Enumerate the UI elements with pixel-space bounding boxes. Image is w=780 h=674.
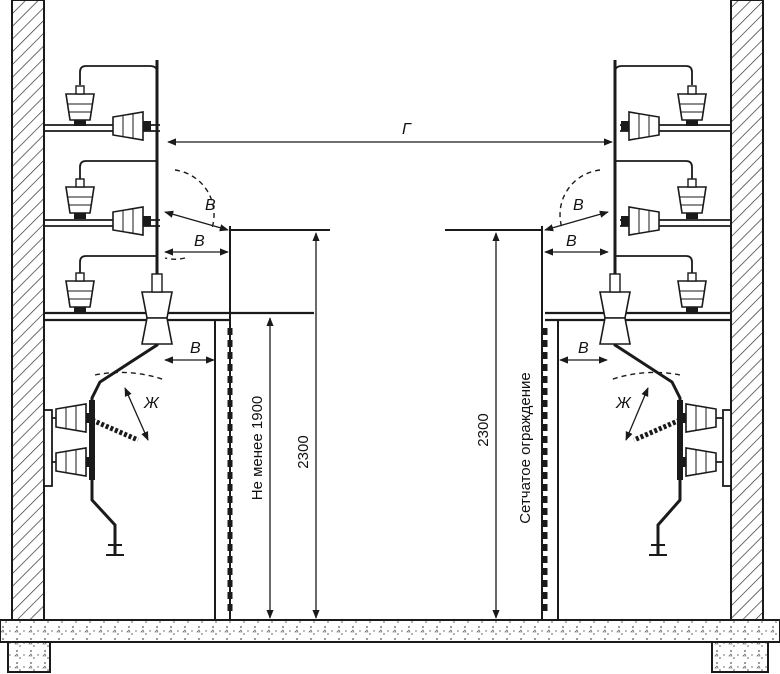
left-wall [11, 0, 45, 621]
right-wall [730, 0, 764, 621]
dim-min-1900: Не менее 1900 [249, 396, 266, 501]
label-zh-left: Ж [143, 395, 160, 412]
label-g: Г [402, 121, 412, 138]
label-v-right-1: В [573, 197, 584, 214]
dim-2300-left: 2300 [295, 435, 312, 468]
right-wall-panel [445, 226, 559, 620]
label-v-left-2: В [194, 233, 205, 250]
right-insulators [599, 85, 717, 477]
dimension-lines [124, 138, 649, 619]
label-v-right-3: В [578, 340, 589, 357]
label-zh-right: Ж [615, 395, 632, 412]
left-footing [7, 641, 51, 673]
left-wall-panel [214, 226, 330, 620]
floor-slab [0, 619, 780, 643]
label-v-left-1: В [205, 197, 216, 214]
label-v-right-2: В [566, 233, 577, 250]
left-insulators [55, 85, 173, 477]
note-mesh-fence: Сетчатое ограждение [517, 372, 534, 524]
clearance-arcs [94, 169, 681, 381]
dim-2300-right: 2300 [475, 413, 492, 446]
right-footing [711, 641, 769, 673]
label-v-left-3: В [190, 340, 201, 357]
